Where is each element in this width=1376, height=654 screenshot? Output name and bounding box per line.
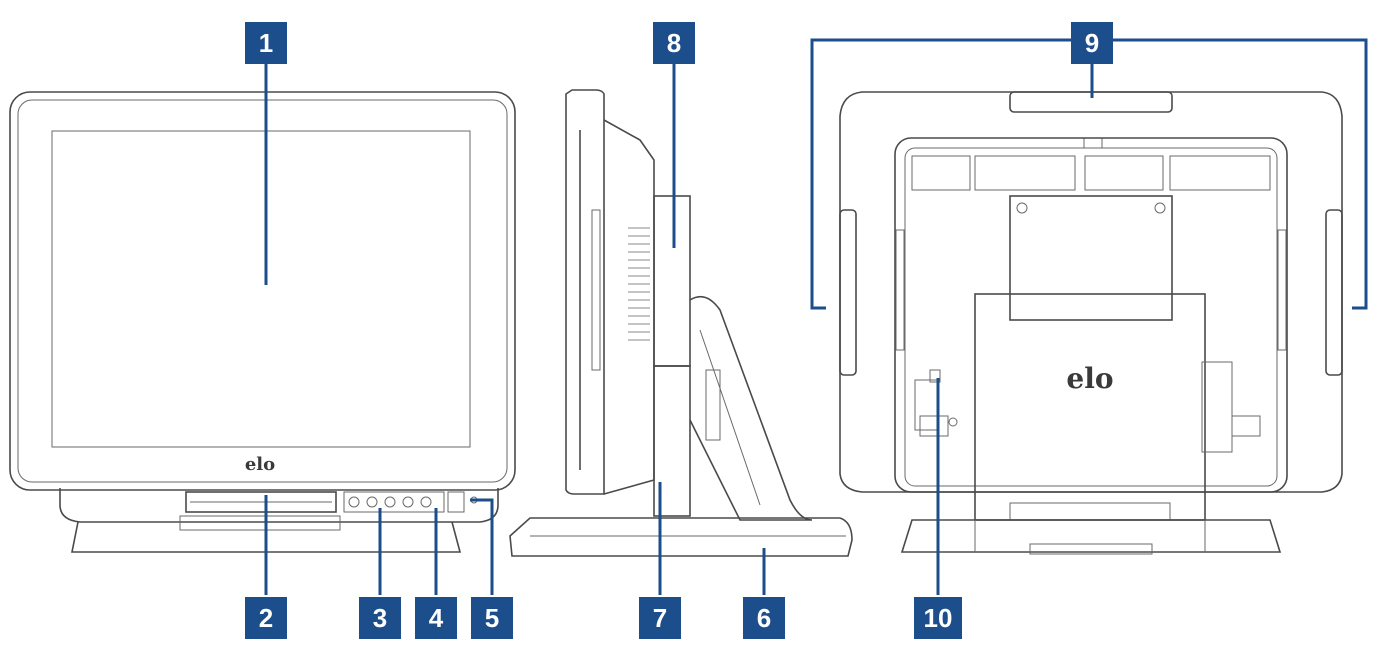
side-vent: [628, 227, 650, 341]
card-reader-slot: [185, 491, 337, 513]
callout-badge-5: 5: [471, 597, 513, 639]
rear-view: elo: [810, 38, 1368, 595]
callout-badge-1: 1: [245, 22, 287, 64]
callout-badge-9: 9: [1071, 22, 1113, 64]
rear-housing: [839, 91, 1343, 493]
kensington-lock-slot: [929, 369, 941, 383]
svg-text:7: 7: [653, 603, 667, 633]
svg-text:6: 6: [757, 603, 771, 633]
stand-base-rear: [900, 519, 1282, 553]
svg-text:9: 9: [1085, 28, 1099, 58]
rear-top-vents: [911, 155, 1271, 191]
power-button: [447, 491, 465, 513]
vesa-plate: [1009, 195, 1173, 321]
callout-badge-3: 3: [359, 597, 401, 639]
svg-text:10: 10: [924, 603, 953, 633]
computing-module-side: [653, 365, 691, 517]
front-bezel: [9, 91, 516, 491]
svg-text:4: 4: [429, 603, 444, 633]
callout-badge-4: 4: [415, 597, 457, 639]
svg-text:2: 2: [259, 603, 273, 633]
callout-badge-2: 2: [245, 597, 287, 639]
callout-badge-6: 6: [743, 597, 785, 639]
rear-logo: elo: [1066, 362, 1113, 395]
svg-text:5: 5: [485, 603, 499, 633]
front-logo: elo: [245, 454, 275, 475]
touchscreen-display: [51, 130, 471, 448]
svg-text:8: 8: [667, 28, 681, 58]
callout-badge-8: 8: [653, 22, 695, 64]
svg-text:3: 3: [373, 603, 387, 633]
side-view: [509, 62, 853, 595]
callout-badge-10: 10: [914, 597, 962, 639]
callout-badge-7: 7: [639, 597, 681, 639]
stand-base-side: [509, 517, 853, 557]
control-buttons: [343, 491, 445, 513]
front-view: elo: [9, 62, 516, 595]
svg-text:1: 1: [259, 28, 273, 58]
